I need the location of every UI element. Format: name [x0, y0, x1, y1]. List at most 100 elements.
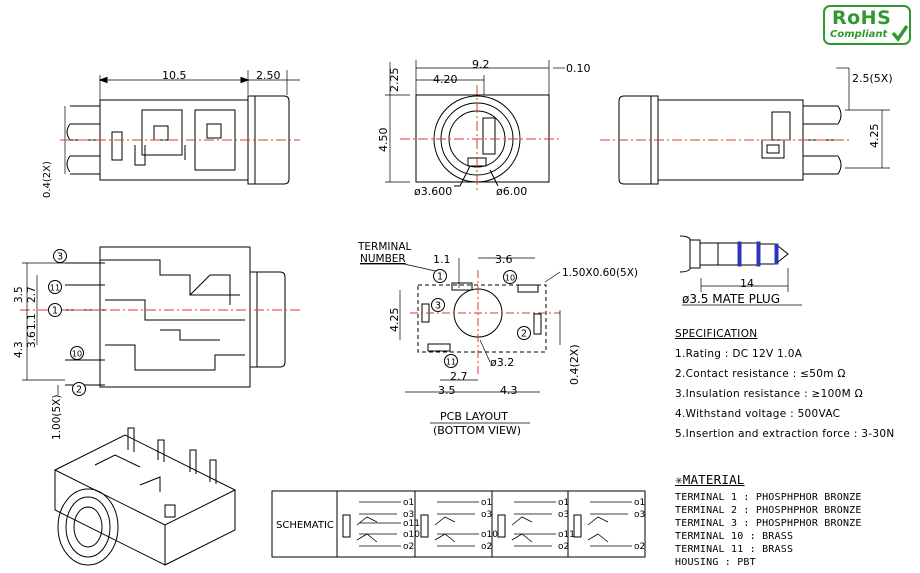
- material-item: TERMINAL 3 : PHOSPHPHOR BRONZE: [675, 518, 862, 529]
- dim-front-dia-outer: ø6.00: [496, 185, 527, 198]
- dim-right-pitch: 2.5(5X): [852, 72, 893, 85]
- dim-front-tol: 0.10: [566, 62, 591, 75]
- pcb-pad-label: 11: [444, 354, 458, 368]
- top-side-view: 10.5 2.50 0.4(2X): [42, 69, 300, 198]
- spec-heading: SPECIFICATION: [675, 328, 758, 340]
- pcb-pad-labels: 1 10 3 2 11: [431, 269, 531, 368]
- svg-text:2: 2: [521, 329, 527, 340]
- dim-pcb-hole: ø3.2: [490, 356, 514, 369]
- schematic-terminal-label: o11: [558, 530, 575, 540]
- svg-text:1: 1: [52, 306, 58, 317]
- schematic-terminal-label: o3: [481, 510, 492, 520]
- dim-front-dia-inner: ø3.600: [414, 185, 452, 198]
- dim-head: 2.50: [256, 69, 281, 82]
- side-pin-label: 10: [70, 346, 84, 360]
- svg-text:1: 1: [437, 272, 443, 283]
- schematic-cell: o1 o3 o10 o2: [420, 498, 498, 552]
- side-pin-label: 11: [48, 280, 62, 294]
- dim-length: 10.5: [162, 69, 187, 82]
- pcb-pad-label: 3: [431, 298, 445, 312]
- side-dim: 1.1: [26, 313, 38, 330]
- pcb-pad-label: 2: [517, 326, 531, 340]
- side-dim: 2.7: [26, 286, 38, 303]
- spec-item: 2.Contact resistance : ≤50m Ω: [675, 368, 846, 380]
- svg-text:10: 10: [72, 350, 82, 359]
- dim-pcb-b1: 2.7: [450, 370, 468, 383]
- pcb-layout-title: PCB LAYOUT: [440, 410, 508, 423]
- schematic-terminal-label: o3: [634, 510, 645, 520]
- svg-text:3: 3: [57, 252, 63, 263]
- rohs-badge-title: RoHS: [832, 7, 892, 29]
- schematic-terminal-label: o2: [403, 542, 414, 552]
- schematic-terminal-label: o1: [481, 498, 492, 508]
- dim-pcb-pad-size: 1.50X0.60(5X): [562, 267, 638, 279]
- schematic-terminal-label: o2: [634, 542, 645, 552]
- plug-label: ø3.5 MATE PLUG: [682, 292, 780, 306]
- rohs-badge-subtitle: Compliant: [830, 29, 888, 40]
- material-item: TERMINAL 10 : BRASS: [675, 531, 794, 542]
- schematic-terminal-label: o3: [403, 510, 414, 520]
- dim-pcb-b2: 3.5: [438, 384, 456, 397]
- schematic-cell: o1 o3 o11 o2: [497, 498, 575, 552]
- terminal-label-1: TERMINAL: [357, 241, 412, 253]
- material-heading: ✳MATERIAL: [675, 472, 745, 487]
- material-item: TERMINAL 1 : PHOSPHPHOR BRONZE: [675, 492, 862, 503]
- terminal-label-2: NUMBER: [360, 253, 406, 265]
- schematic-terminal-label: o11: [403, 519, 420, 529]
- pcb-pad-label: 1: [433, 269, 447, 283]
- side-pin-label: 1: [48, 303, 62, 317]
- schematic-terminal-label: o1: [403, 498, 414, 508]
- dim-side-pin: 1.00(5X): [51, 395, 63, 440]
- dim-front-top: 2.25: [388, 68, 401, 93]
- svg-text:2: 2: [76, 385, 82, 396]
- dim-pcb-top-mid: 3.6: [495, 253, 513, 266]
- schematic-terminal-label: o3: [558, 510, 569, 520]
- schematic-label: SCHEMATIC: [276, 520, 334, 531]
- material-item: TERMINAL 11 : BRASS: [675, 544, 794, 555]
- dim-pcb-left: 4.25: [388, 308, 401, 333]
- dim-pcb-b3: 4.3: [500, 384, 518, 397]
- material-item: HOUSING : PBT: [675, 557, 756, 568]
- spec-item: 1.Rating : DC 12V 1.0A: [675, 348, 803, 360]
- spec-item: 4.Withstand voltage : 500VAC: [675, 408, 841, 420]
- mate-plug: 14 ø3.5 MATE PLUG: [679, 235, 802, 306]
- dim-front-left: 4.20: [433, 73, 458, 86]
- dim-pin-top: 0.4(2X): [42, 161, 53, 198]
- dim-front-width: 9.2: [472, 58, 490, 71]
- side-dim: 4.3: [13, 341, 25, 358]
- dim-pcb-top-left: 1.1: [433, 253, 451, 266]
- schematic-terminal-label: o1: [558, 498, 569, 508]
- schematic-terminal-label: o10: [403, 530, 420, 540]
- checkmark-icon: [891, 25, 909, 42]
- spec-item: 5.Insertion and extraction force : 3-30N: [675, 428, 895, 440]
- schematic-terminal-label: o10: [481, 530, 498, 540]
- isometric-view: [53, 427, 237, 566]
- front-view: 9.2 4.20 0.10 2.25 4.50 ø3.600 ø6.00: [377, 58, 591, 198]
- side-pin-label: 3: [53, 249, 67, 263]
- side-dim: 3.6: [26, 331, 38, 348]
- schematic-terminal-label: o2: [481, 542, 492, 552]
- right-side-view: 2.5(5X) 4.25: [600, 67, 893, 185]
- pcb-layout: TERMINAL NUMBER 1.1 3.6 1.50X0.60(5X) 4.…: [357, 241, 638, 437]
- material-item: TERMINAL 2 : PHOSPHPHOR BRONZE: [675, 505, 862, 516]
- schematic-terminal-label: o2: [558, 542, 569, 552]
- svg-text:3: 3: [435, 301, 441, 312]
- side-pin-label: 2: [72, 382, 86, 396]
- dim-front-height: 4.50: [377, 128, 390, 153]
- svg-text:11: 11: [50, 284, 60, 293]
- schematic-table: SCHEMATIC o1o3o11o10o2o1o3o10o2o1o3o11o2…: [271, 490, 646, 558]
- dim-right-height: 4.25: [868, 124, 881, 149]
- svg-text:11: 11: [446, 358, 456, 367]
- dim-pcb-right: 0.4(2X): [568, 344, 581, 385]
- dim-plug-length: 14: [740, 277, 754, 290]
- pcb-layout-subtitle: (BOTTOM VIEW): [433, 424, 521, 437]
- pcb-pad-label: 10: [503, 270, 517, 284]
- spec-item: 3.Insulation resistance : ≥100M Ω: [675, 388, 863, 400]
